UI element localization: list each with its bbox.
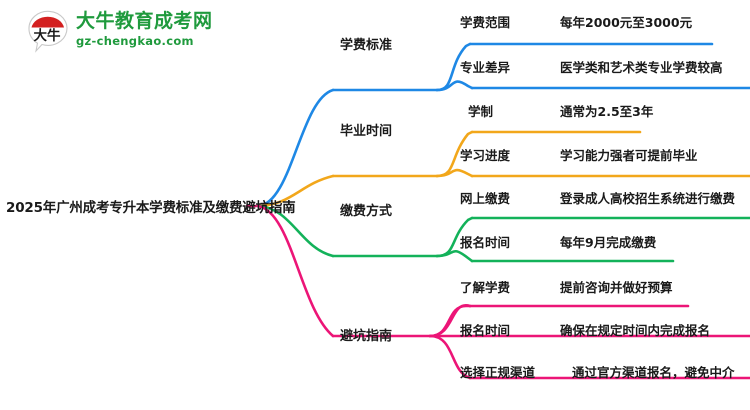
leaf-key-0-0[interactable]: 学费范围 — [460, 15, 511, 30]
branch-label-3[interactable]: 避坑指南 — [340, 329, 393, 344]
leaf-value-3-0: 提前咨询并做好预算 — [560, 280, 673, 295]
leaf-key-3-0[interactable]: 了解学费 — [460, 280, 511, 295]
leaf-key-3-2[interactable]: 选择正规渠道 — [460, 365, 536, 380]
leaf-value-2-0: 登录成人高校招生系统进行缴费 — [560, 191, 736, 206]
logo-mark-icon: 大牛 — [26, 10, 70, 54]
site-logo: 大牛 大牛教育成考网 gz-chengkao.com — [26, 8, 216, 56]
leaf-key-1-0[interactable]: 学制 — [468, 104, 494, 119]
branch-label-0[interactable]: 学费标准 — [340, 38, 393, 53]
mindmap-root-title: 2025年广州成考专升本学费标准及缴费避坑指南 — [6, 200, 296, 216]
leaf-key-2-0[interactable]: 网上缴费 — [460, 191, 511, 206]
leaf-key-3-1[interactable]: 报名时间 — [460, 323, 511, 338]
leaf-value-2-1: 每年9月完成缴费 — [560, 235, 657, 250]
leaf-value-1-0: 通常为2.5至3年 — [560, 104, 654, 119]
leaf-value-3-1: 确保在规定时间内完成报名 — [560, 323, 711, 338]
leaf-key-0-1[interactable]: 专业差异 — [460, 60, 511, 75]
logo-site-name: 大牛教育成考网 — [76, 10, 213, 32]
logo-site-url: gz-chengkao.com — [76, 34, 194, 48]
leaf-value-3-2: 通过官方渠道报名，避免中介 — [572, 365, 735, 380]
logo-mark-text: 大牛 — [34, 27, 61, 44]
branch-label-1[interactable]: 毕业时间 — [340, 124, 393, 139]
leaf-key-1-1[interactable]: 学习进度 — [460, 148, 511, 163]
leaf-key-2-1[interactable]: 报名时间 — [460, 235, 511, 250]
branch-label-2[interactable]: 缴费方式 — [340, 204, 393, 219]
leaf-value-0-1: 医学类和艺术类专业学费较高 — [560, 60, 723, 75]
leaf-value-0-0: 每年2000元至3000元 — [560, 15, 693, 30]
logo-text: 大牛教育成考网 gz-chengkao.com — [76, 9, 216, 49]
leaf-value-1-1: 学习能力强者可提前毕业 — [560, 148, 698, 163]
